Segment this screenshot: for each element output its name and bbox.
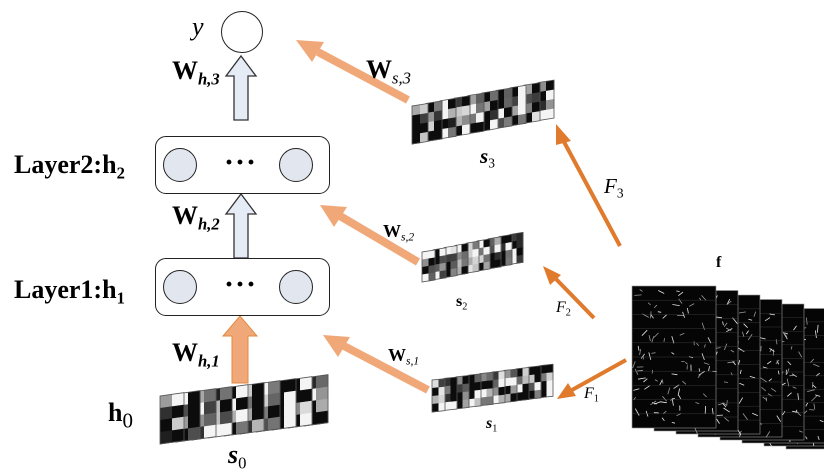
subsequence-sub: 1 (492, 423, 497, 434)
feature-stack-s2 (422, 232, 523, 282)
feature-map-stack (632, 286, 824, 449)
subsequence-label-s3: s3 (480, 146, 495, 167)
feature-card (426, 101, 442, 142)
layer2-label: Layer2:h2 (14, 152, 125, 178)
layer1-node-last (279, 270, 313, 304)
transform-sub: 1 (594, 393, 599, 404)
weight-label-w-h2: Wh,2 (172, 203, 220, 229)
feature-card (504, 369, 517, 403)
feature-card (468, 93, 484, 134)
feature-stack-s0 (160, 375, 328, 445)
weight-var: W (172, 338, 198, 367)
transform-sub: 3 (617, 185, 624, 200)
subsequence-var: s (480, 144, 488, 168)
layer2-node-first (163, 148, 197, 182)
feature-card (160, 393, 184, 445)
feature-card (456, 375, 469, 409)
layer1-var: h (102, 275, 116, 304)
input-label: h0 (108, 400, 133, 426)
arrow-w-h1 (223, 316, 257, 383)
weight-sub: s,3 (392, 68, 411, 87)
subsequence-sub: 2 (462, 301, 467, 312)
subsequence-sub: 3 (488, 155, 495, 170)
subsequence-var: s (228, 440, 238, 469)
feature-stack-s1 (432, 364, 553, 412)
feature-card (480, 372, 493, 406)
subsequence-label-s2: s2 (456, 294, 467, 310)
transform-var: F (584, 385, 594, 402)
subsequence-label-s0: s0 (228, 442, 246, 468)
weight-sub: s,1 (406, 356, 419, 368)
layer1-sub: 1 (117, 288, 125, 307)
transform-label-f3: F3 (604, 176, 624, 197)
layer1-node-first (163, 270, 197, 304)
feature-card (468, 374, 481, 408)
feature-card (516, 367, 529, 401)
layer1-name: Layer1: (14, 275, 102, 304)
feature-card (454, 96, 470, 137)
feature-card (412, 103, 428, 144)
input-var: h (108, 398, 122, 427)
feature-stack-s3 (412, 80, 554, 144)
output-label: y (192, 14, 204, 40)
feature-map-label: f (716, 255, 721, 271)
layer2-name: Layer2: (14, 150, 102, 179)
feature-card (440, 98, 456, 139)
layer1-label: Layer1:h1 (14, 277, 125, 303)
feature-card (528, 366, 541, 400)
feature-map-card (632, 286, 717, 428)
feature-card (422, 250, 435, 283)
layer2-ellipsis: ··· (224, 148, 257, 178)
weight-var: W (366, 55, 392, 84)
subsequence-label-s1: s1 (486, 416, 497, 432)
layer2-var: h (102, 150, 116, 179)
arrow-w-h2 (226, 194, 256, 258)
weight-var: W (388, 345, 406, 365)
feature-card (540, 364, 553, 398)
transform-var: F (604, 174, 617, 198)
feature-card (524, 83, 540, 124)
weight-var: W (172, 201, 198, 230)
weight-var: W (172, 56, 198, 85)
weight-label-w-h3: Wh,3 (172, 58, 220, 84)
transform-var: F (556, 299, 566, 316)
feature-card (482, 90, 498, 131)
weight-label-w-s1: Ws,1 (388, 346, 419, 364)
feature-card (492, 371, 505, 405)
weight-label-w-s3: Ws,3 (366, 57, 411, 83)
transform-label-f1: F1 (584, 386, 599, 402)
subsequence-sub: 0 (238, 453, 246, 472)
weight-var: W (383, 221, 401, 241)
weight-sub: h,2 (198, 214, 220, 233)
feature-card (432, 379, 445, 413)
feature-card (510, 85, 526, 126)
weight-sub: s,2 (401, 232, 414, 244)
layer2-sub: 2 (117, 163, 125, 182)
layer1-ellipsis: ··· (224, 270, 257, 300)
input-sub: 0 (122, 409, 133, 433)
feature-card (538, 80, 554, 121)
feature-card (496, 88, 512, 129)
weight-sub: h,1 (198, 351, 220, 370)
output-node (221, 11, 263, 53)
weight-label-w-h1: Wh,1 (172, 340, 220, 366)
feature-card (444, 377, 457, 411)
layer2-node-last (279, 148, 313, 182)
transform-label-f2: F2 (556, 300, 571, 316)
weight-label-w-s2: Ws,2 (383, 222, 414, 240)
arrow-w-h3 (226, 56, 256, 120)
transform-sub: 2 (566, 307, 571, 318)
weight-sub: h,3 (198, 69, 220, 88)
